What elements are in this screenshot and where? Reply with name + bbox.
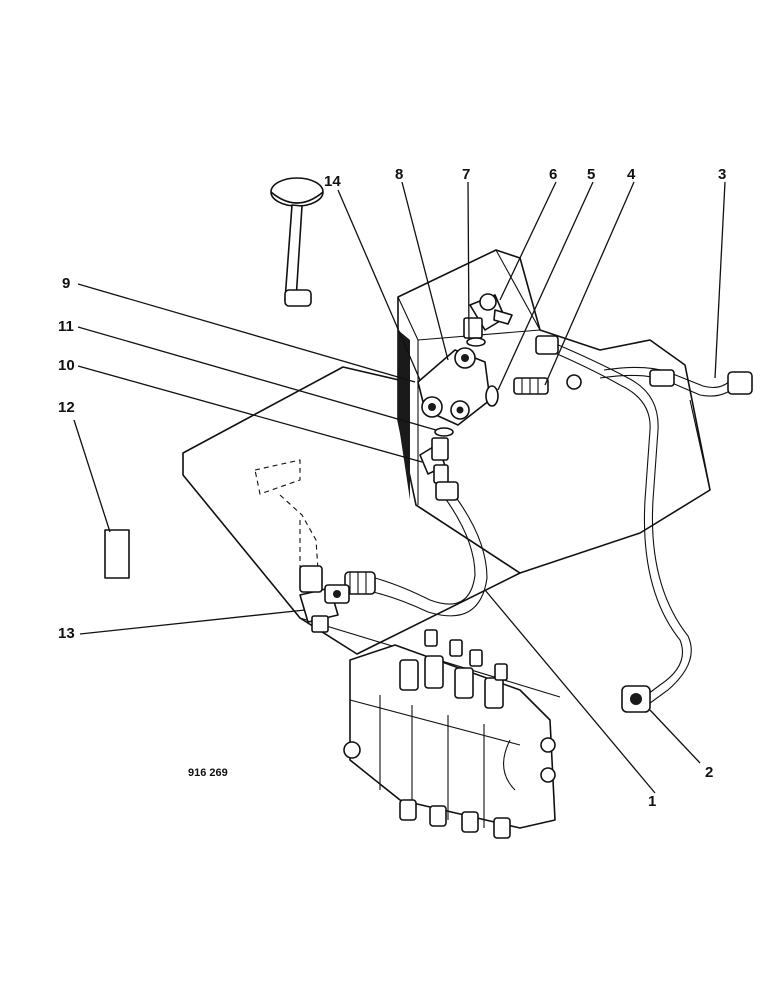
callout-11: 11	[58, 318, 74, 335]
callout-12: 12	[58, 399, 75, 416]
callout-2: 2	[705, 764, 713, 781]
callout-5: 5	[587, 166, 595, 183]
leader-12	[73, 419, 111, 533]
figure-reference-number: 916 269	[188, 767, 228, 779]
callout-7: 7	[462, 166, 470, 183]
instruction-label	[104, 529, 130, 579]
leader-9	[77, 283, 416, 383]
leader-14	[337, 189, 421, 381]
callout-14: 14	[324, 173, 341, 190]
leader-6	[499, 181, 557, 301]
leader-3	[714, 181, 726, 379]
callout-13: 13	[58, 625, 75, 642]
callout-9: 9	[62, 275, 70, 292]
leader-10	[77, 365, 423, 463]
leader-4	[544, 181, 635, 386]
leader-8	[401, 181, 449, 361]
o-ring-upper	[466, 337, 486, 347]
control-lever	[270, 177, 324, 307]
leader-2	[649, 709, 701, 764]
callout-8: 8	[395, 166, 403, 183]
leader-5	[497, 181, 594, 391]
union-fitting	[513, 374, 582, 395]
leader-1	[484, 589, 656, 794]
o-ring-side	[485, 385, 499, 407]
leader-13	[79, 609, 306, 635]
callout-labels: 1 2 3 4 5 6 7 8 9 10 11 12 13 14	[58, 166, 726, 810]
elbow-fitting	[463, 293, 513, 339]
control-valve-bank	[343, 629, 556, 839]
tee-piece	[299, 565, 350, 633]
callout-1: 1	[648, 793, 656, 810]
callout-4: 4	[627, 166, 636, 183]
adaptor-fitting	[419, 437, 449, 484]
flexible-hose	[344, 481, 488, 617]
leader-11	[77, 326, 437, 431]
callout-6: 6	[549, 166, 557, 183]
valve-body	[417, 347, 491, 426]
lever-mount-hidden	[254, 459, 319, 571]
leader-lines	[73, 181, 726, 794]
callout-3: 3	[718, 166, 726, 183]
o-ring-lower	[434, 427, 454, 437]
rigid-pipe	[535, 335, 753, 713]
callout-10: 10	[58, 357, 75, 374]
leader-7	[467, 181, 470, 339]
